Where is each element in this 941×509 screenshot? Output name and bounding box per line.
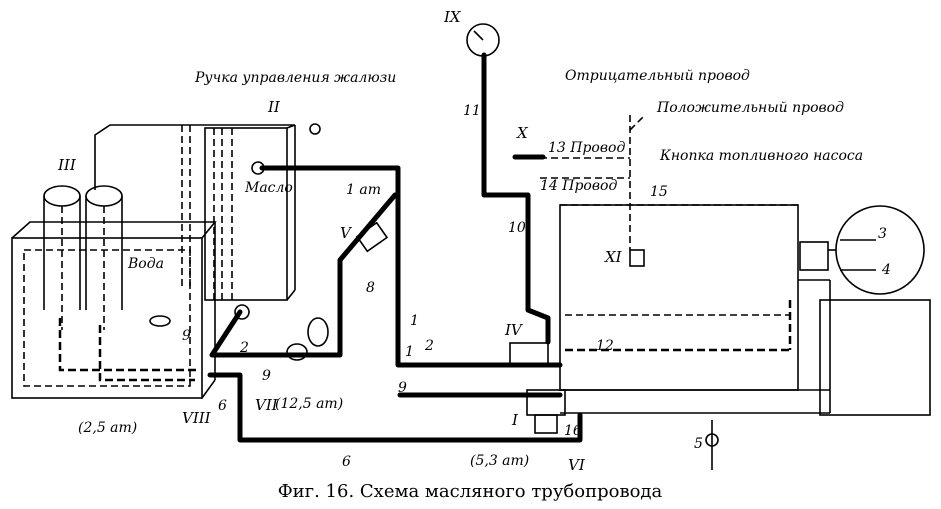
water-tank (11, 221, 217, 399)
engine-block (559, 204, 931, 416)
num-4: 4 (881, 262, 891, 278)
roman-VIII: VIII (182, 409, 212, 427)
num-8: 8 (366, 280, 375, 296)
pos-wire-label: Положительный провод (656, 100, 844, 116)
roman-IV: IV (504, 321, 524, 339)
num-9a: 9 (182, 328, 191, 344)
pressure-5-3am: (5,3 am) (470, 453, 529, 469)
num-15: 15 (650, 184, 668, 200)
water-label: Вода (127, 256, 164, 272)
oil-dashed-pipes (58, 300, 792, 382)
num-16: 16 (564, 423, 582, 439)
num-2a: 2 (239, 340, 249, 356)
devices (149, 23, 719, 470)
pressure-2-5am: (2,5 am) (78, 420, 137, 436)
pressure-12-5am: (12,5 am) (275, 396, 343, 412)
roman-X: X (516, 124, 529, 142)
num-12: 12 (596, 338, 614, 354)
num-10: 10 (508, 220, 526, 236)
num-1b: 1 (405, 344, 414, 360)
generator (799, 205, 925, 295)
num-11: 11 (463, 103, 481, 119)
oil-cylinders (43, 185, 123, 330)
roman-IX: IX (443, 8, 462, 26)
roman-II: II (267, 98, 281, 116)
radiator-block (94, 124, 296, 301)
num-2b: 2 (424, 338, 434, 354)
lever-label: Ручка управления жалюзи (194, 70, 396, 86)
num-1a: 1 (410, 313, 419, 329)
figure-caption: Фиг. 16. Схема масляного трубопровода (278, 481, 663, 502)
wire14-label: 14 Провод (540, 178, 617, 194)
wiring (540, 114, 646, 267)
roman-XI: XI (604, 248, 623, 266)
neg-wire-label: Отрицательный провод (565, 68, 750, 84)
num-5: 5 (694, 436, 703, 452)
num-9c: 9 (398, 380, 407, 396)
num-3: 3 (878, 226, 887, 242)
wire13-label: 13 Провод (548, 140, 625, 156)
num-6b: 6 (342, 454, 351, 470)
roman-III: III (57, 156, 77, 174)
roman-V: V (340, 224, 353, 242)
num-9b: 9 (262, 368, 271, 384)
oil-label: Масло (244, 180, 293, 196)
roman-VII: VII (255, 396, 279, 414)
roman-VI: VI (568, 456, 586, 474)
num-6a: 6 (218, 398, 227, 414)
roman-I: I (511, 411, 519, 429)
fuel-button-label: Кнопка топливного насоса (659, 148, 863, 164)
pressure-1am: 1 am (346, 182, 381, 198)
